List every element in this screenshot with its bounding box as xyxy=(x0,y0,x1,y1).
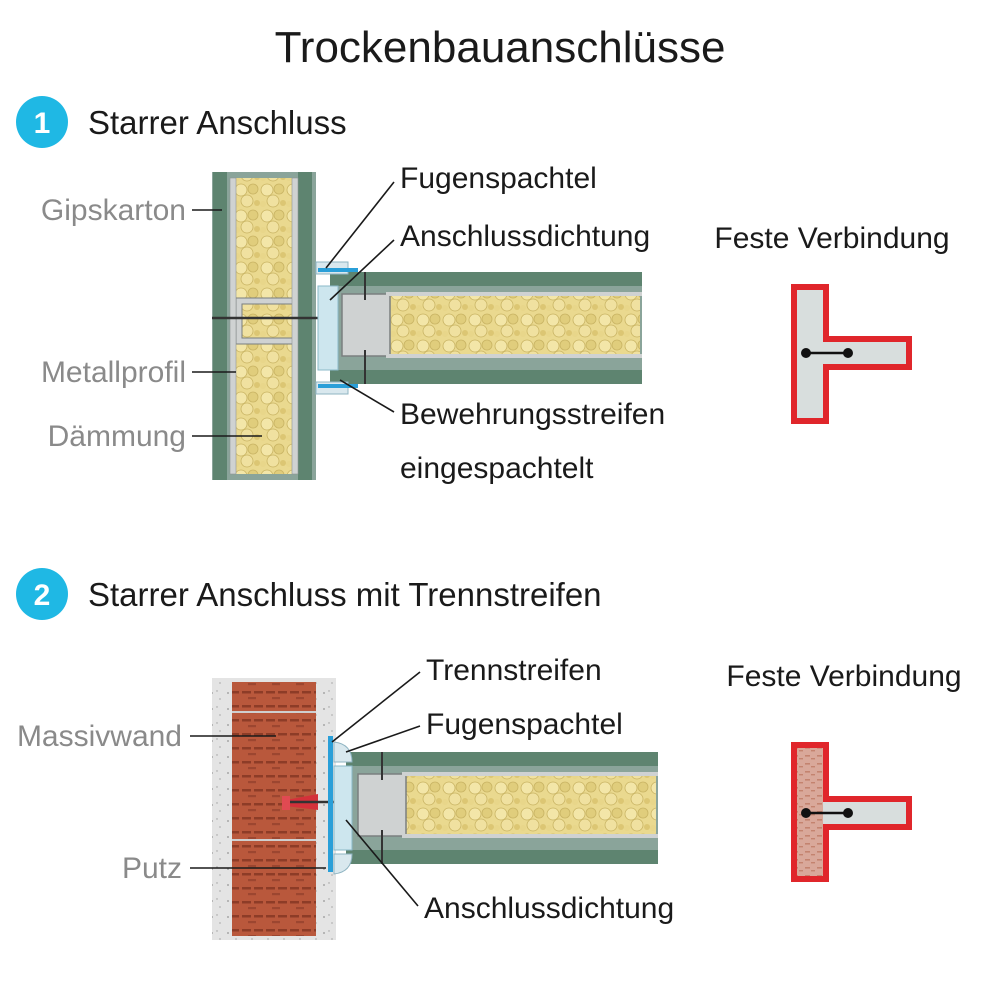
section1-heading: Starrer Anschluss xyxy=(88,104,347,141)
label-gipskarton: Gipskarton xyxy=(41,194,186,227)
label-anschlussdichtung-1: Anschlussdichtung xyxy=(400,220,650,253)
section2-drawing xyxy=(212,678,658,940)
section2-heading: Starrer Anschluss mit Trennstreifen xyxy=(88,576,602,613)
symbol2-fixed-joint xyxy=(791,742,912,882)
section2-badge xyxy=(16,568,68,620)
symbol2-label: Feste Verbindung xyxy=(726,660,961,693)
label-anschlussdichtung-2: Anschlussdichtung xyxy=(424,892,674,925)
label-bewehrung-1: Bewehrungsstreifen xyxy=(400,398,665,431)
symbol1-fixed-joint xyxy=(791,284,912,424)
section2-number: 2 xyxy=(34,579,51,612)
label-bewehrung-2: eingespachtelt xyxy=(400,452,594,485)
label-fugenspachtel-1: Fugenspachtel xyxy=(400,162,597,195)
label-trennstreifen: Trennstreifen xyxy=(426,654,602,687)
section1-number: 1 xyxy=(34,107,51,140)
section1-badge xyxy=(16,96,68,148)
section1-drawing xyxy=(212,172,642,480)
page-title: Trockenbauanschlüsse xyxy=(275,23,726,72)
symbol1-label: Feste Verbindung xyxy=(714,222,949,255)
label-putz: Putz xyxy=(122,852,182,885)
label-massivwand: Massivwand xyxy=(17,720,182,753)
label-daemmung: Dämmung xyxy=(48,420,186,453)
label-fugenspachtel-2: Fugenspachtel xyxy=(426,708,623,741)
label-metallprofil: Metallprofil xyxy=(41,356,186,389)
